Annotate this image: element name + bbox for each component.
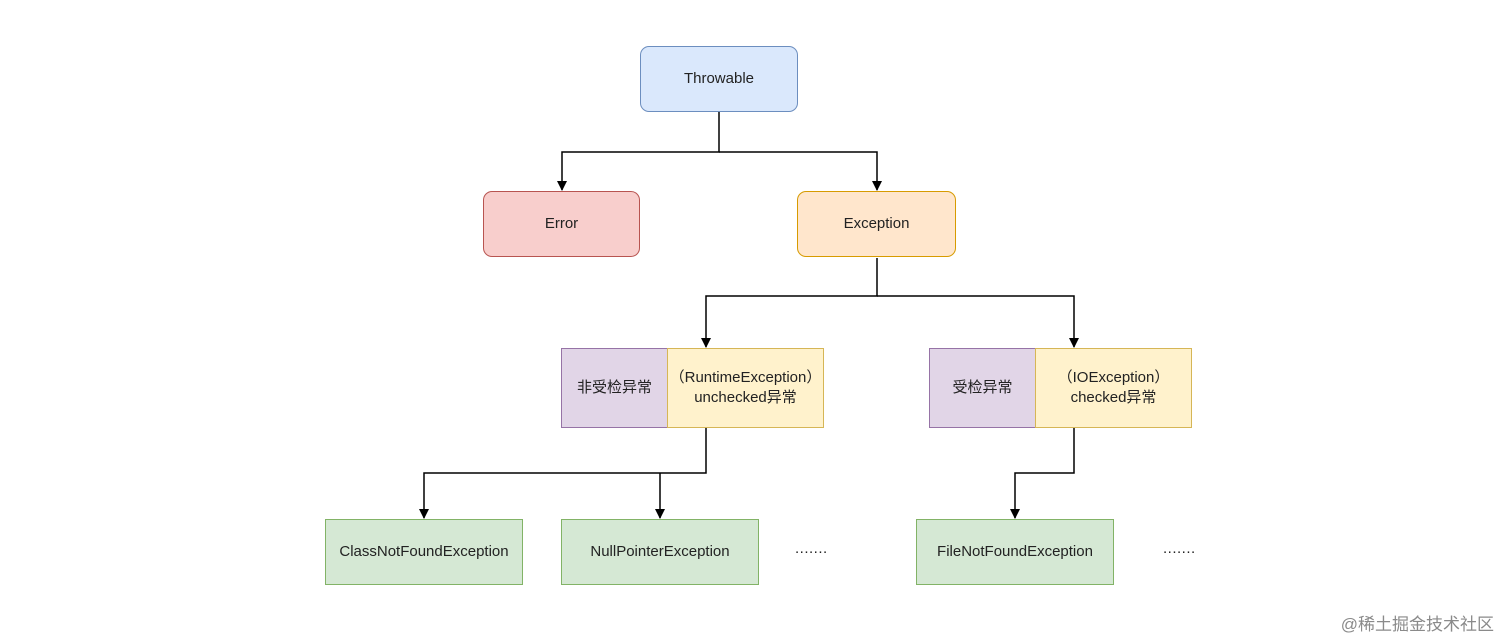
node-error-label: Error [544,215,579,232]
watermark: @稀土掘金技术社区 [1340,615,1494,634]
node-error: Error [483,191,640,257]
node-file-not-found: FileNotFoundException [916,519,1114,585]
edge-unchecked-classnotfound [419,428,707,519]
node-throwable: Throwable [640,46,798,112]
node-exception-label: Exception [843,215,910,232]
ellipsis-checked: ....... [1163,540,1196,557]
file-not-found-label: FileNotFoundException [937,543,1093,560]
checked-category-line2: checked异常 [1070,389,1157,406]
null-pointer-label: NullPointerException [590,543,730,560]
node-unchecked-category: （RuntimeException） unchecked异常 [667,348,824,428]
edge-throwable-error [557,112,720,191]
edge-checked-filenotfound [1010,428,1075,519]
node-checked-category: （IOException） checked异常 [1035,348,1192,428]
checked-label-text: 受检异常 [952,379,1013,396]
class-not-found-label: ClassNotFoundException [339,543,509,560]
checked-category-line1: （IOException） [1057,369,1170,386]
edge-exception-checked [877,295,1079,348]
unchecked-category-line1: （RuntimeException） [669,369,822,386]
unchecked-category-line2: unchecked异常 [694,389,797,406]
edge-throwable-exception [719,151,882,191]
node-null-pointer: NullPointerException [561,519,759,585]
node-exception: Exception [797,191,956,257]
node-checked-label: 受检异常 [929,348,1036,428]
edge-exception-unchecked [701,258,878,348]
node-class-not-found: ClassNotFoundException [325,519,523,585]
ellipsis-unchecked: ....... [795,540,828,557]
unchecked-label-text: 非受检异常 [576,379,652,396]
node-unchecked-label: 非受检异常 [561,348,668,428]
node-throwable-label: Throwable [683,70,755,87]
